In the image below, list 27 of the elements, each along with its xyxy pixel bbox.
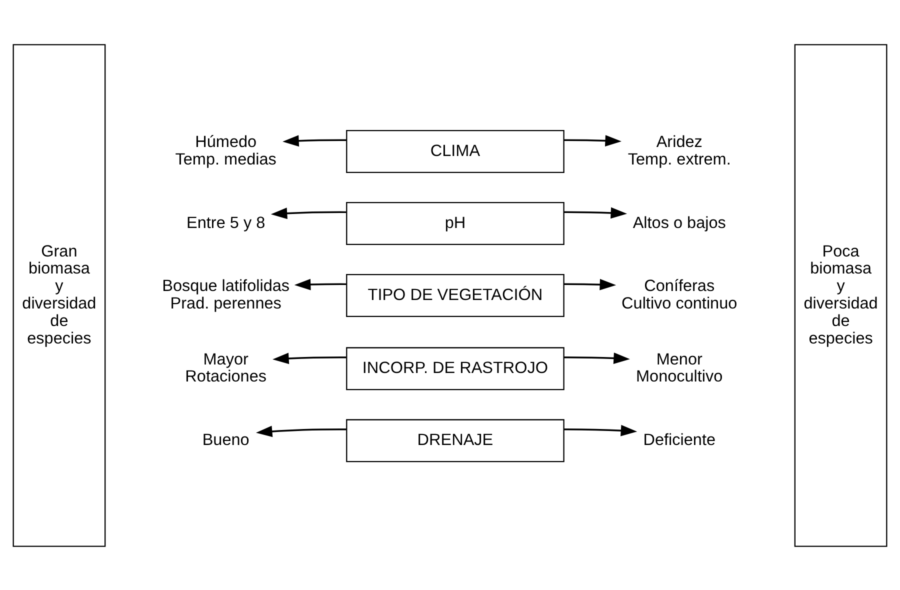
arrow — [272, 352, 346, 364]
node-text: Entre 5 y 8 — [186, 213, 266, 232]
arrow — [564, 206, 628, 218]
node-text: Bosque latifolidas Prad. perennes — [162, 276, 290, 312]
node-text: Altos o bajos — [632, 213, 726, 232]
arrow — [294, 278, 346, 290]
node-box: pH — [346, 202, 564, 244]
node-box: CLIMA — [346, 130, 564, 172]
node-box: DRENAJE — [346, 418, 564, 462]
node-text: Bueno — [202, 430, 250, 448]
node-box: INCORP. DE RASTROJO — [346, 346, 564, 390]
arrow — [564, 278, 616, 290]
node-text: Deficiente — [643, 430, 716, 448]
node-text: Aridez Temp. extrem. — [628, 132, 731, 168]
node-box: Poca biomasa y diversidad de especies — [794, 44, 888, 546]
node-text: Mayor Rotaciones — [185, 350, 267, 386]
node-box: TIPO DE VEGETACIÓN — [346, 274, 564, 316]
arrow — [256, 425, 346, 437]
node-text: Coníferas Cultivo continuo — [622, 276, 738, 312]
node-text: Húmedo Temp. medias — [175, 132, 276, 168]
arrow — [564, 134, 622, 146]
arrow — [270, 207, 346, 219]
arrow — [564, 424, 638, 436]
arrow — [564, 352, 630, 364]
node-box: Gran biomasa y diversidad de especies — [12, 44, 106, 546]
node-text: Menor Monocultivo — [636, 350, 723, 386]
arrow — [282, 134, 347, 146]
